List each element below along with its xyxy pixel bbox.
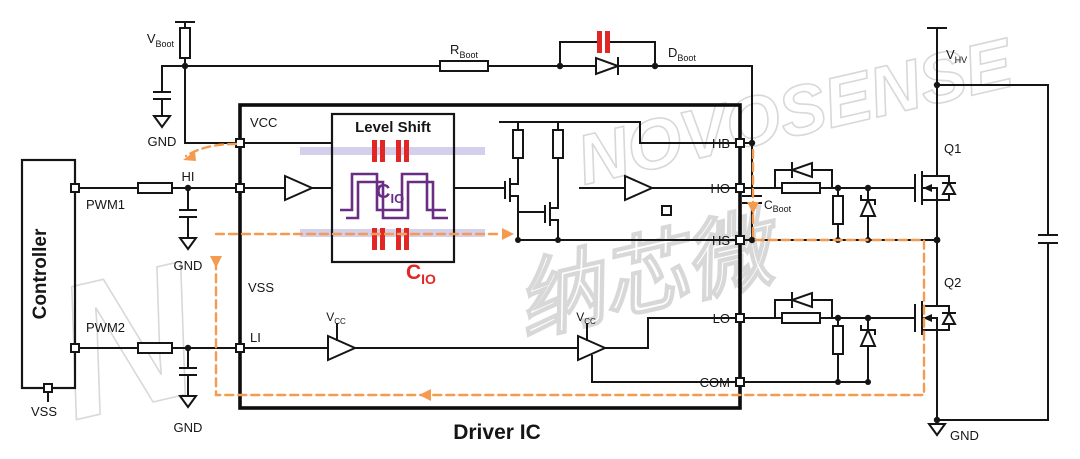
gnd3-label: GND: [174, 420, 203, 435]
q2-gate-diode: [788, 291, 813, 309]
lo-label: LO: [713, 311, 730, 326]
vss-pin-controller: [43, 383, 53, 393]
li-input-buffer: [327, 334, 358, 362]
vcc-pin: [235, 138, 245, 148]
pullup-resistor-1: [512, 129, 524, 159]
q2-gs-zener: [860, 321, 876, 363]
q1-gs-zener: [860, 191, 876, 233]
lo-output-buffer: [577, 334, 608, 362]
hi-filter-cap: [179, 187, 197, 239]
hb-pin: [735, 138, 745, 148]
dboot-diode: [595, 56, 621, 76]
level-shift-fet-1: [504, 178, 519, 241]
com-pin: [735, 377, 745, 387]
gnd2-label: GND: [174, 258, 203, 273]
level-shift-title: Level Shift: [355, 119, 431, 136]
q2-label: Q2: [944, 275, 961, 290]
hi-pin: [235, 183, 245, 193]
boot-cap-plate: [597, 31, 602, 53]
loop-arrowhead-4: [419, 389, 431, 401]
pwm2-pin: [70, 343, 80, 353]
q2-mosfet: [914, 293, 956, 343]
loop-arrowhead-2: [502, 228, 514, 240]
level-shift-fet-2: [517, 202, 559, 241]
q1-label: Q1: [944, 141, 961, 156]
pwm2-series-resistor: [137, 342, 173, 354]
level-shift-waveform-1: [340, 172, 446, 212]
li-label: LI: [250, 330, 261, 345]
ho-label: HO: [711, 181, 731, 196]
level-shift-box: [330, 112, 456, 264]
hb-label: HB: [712, 136, 730, 151]
driver-ic-title: Driver IC: [453, 421, 541, 444]
bootstrap-network: [153, 21, 762, 244]
gnd1-label: GND: [148, 134, 177, 149]
hs-pin: [735, 235, 745, 245]
pullup-resistor-2: [552, 129, 564, 159]
cio-caps-bottom: [372, 228, 409, 250]
controller-block: Controller: [20, 158, 80, 402]
q1-gs-resistor: [832, 195, 844, 225]
vboot-resistor: [179, 27, 191, 59]
q2-gate-resistor: [781, 312, 821, 324]
ho-pin: [735, 183, 745, 193]
com-label: COM: [700, 375, 730, 390]
li-pin: [235, 343, 245, 353]
loop-vcc-arrow-path: [184, 142, 238, 158]
isolation-band-top: [300, 147, 485, 155]
vss-pin-label: VSS: [248, 280, 274, 295]
vboot-label: VBoot: [147, 31, 175, 49]
li-filter-cap: [179, 347, 197, 397]
ho-output-buffer: [624, 174, 655, 202]
lo-pin: [735, 313, 745, 323]
cio-caps-top: [372, 140, 409, 162]
vboot-decoupling-cap: [153, 65, 186, 117]
labels: VBoot GND RBoot DBoot VHV PWM1 PWM2 VSS …: [31, 31, 979, 444]
pwm2-label: PWM2: [86, 320, 125, 335]
q2-gs-resistor: [832, 325, 844, 355]
q1-gate-resistor: [781, 182, 821, 194]
loop-main-path: [214, 148, 926, 397]
pwm1-series-resistor: [137, 182, 173, 194]
hi-input-buffer: [284, 174, 315, 202]
hi-label: HI: [182, 169, 195, 184]
loop-arrowhead-1: [183, 151, 196, 161]
cio-bottom-label: CIO: [406, 261, 436, 287]
driver-ic-box: [238, 103, 742, 410]
driver-ic-internals: [243, 112, 737, 383]
cboot-label: CBoot: [764, 198, 792, 214]
gnd-power-label: GND: [950, 428, 979, 443]
ground-symbol-2: [179, 237, 197, 250]
dboot-label: DBoot: [668, 45, 696, 63]
q1-gate-diode: [788, 161, 813, 179]
ground-symbol-power: [928, 423, 946, 436]
vcc-pin-label: VCC: [250, 115, 277, 130]
loop-arrowhead-5: [210, 256, 222, 268]
loop-arrowhead-3: [747, 202, 759, 214]
boot-cap-plate: [605, 31, 610, 53]
vcc-buf1-label: VCC: [326, 310, 346, 326]
cio-top-label: CIO: [376, 181, 404, 206]
pwm-lines: [78, 182, 237, 408]
rboot-resistor: [439, 60, 489, 72]
level-shift-waveform-2: [346, 180, 448, 220]
internal-block: [661, 205, 672, 216]
vcc-buf2-label: VCC: [576, 310, 596, 326]
controller-label: Controller: [30, 228, 51, 319]
ground-symbol-1: [153, 115, 171, 128]
bus-capacitor: [936, 84, 1058, 421]
pwm1-pin: [70, 183, 80, 193]
vhv-label: VHV: [946, 47, 967, 65]
hs-label: HS: [712, 233, 730, 248]
q1-mosfet: [914, 163, 956, 213]
rboot-label: RBoot: [450, 42, 478, 60]
pwm1-label: PWM1: [86, 197, 125, 212]
vss-controller-label: VSS: [31, 404, 57, 419]
current-loops: [183, 142, 926, 401]
